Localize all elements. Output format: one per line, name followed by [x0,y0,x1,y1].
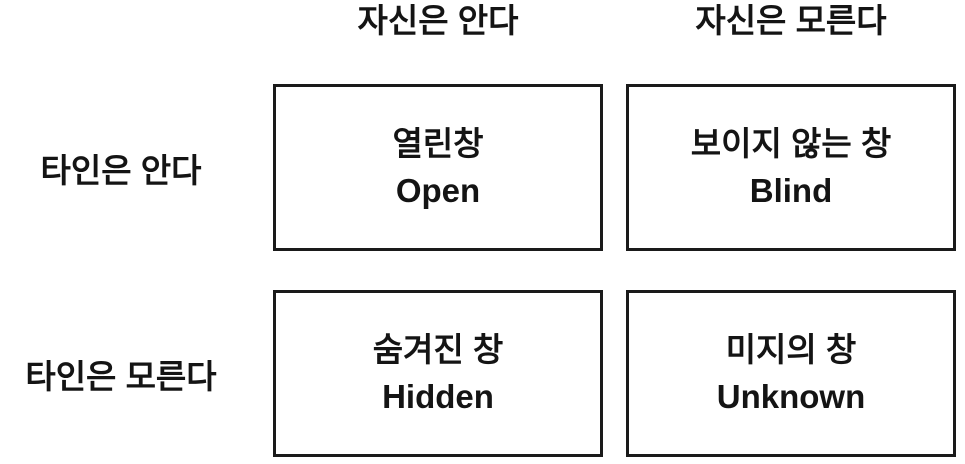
quadrant-blind: 보이지 않는 창 Blind [626,84,956,251]
quadrant-unknown: 미지의 창 Unknown [626,290,956,457]
quadrant-blind-title-english: Blind [749,171,833,209]
quadrant-open-title-english: Open [395,171,481,209]
quadrant-hidden-title-english: Hidden [382,377,494,415]
quadrant-unknown-title-english: Unknown [716,377,866,415]
quadrant-hidden: 숨겨진 창 Hidden [273,290,603,457]
row-header-others-do-not-know: 타인은 모른다 [25,357,217,395]
quadrant-open: 열린창 Open [273,84,603,251]
column-header-self-knows: 자신은 안다 [357,2,519,39]
quadrant-blind-title-korean: 보이지 않는 창 [690,124,892,162]
quadrant-unknown-title-korean: 미지의 창 [725,330,857,368]
column-header-self-does-not-know: 자신은 모른다 [695,2,887,39]
quadrant-hidden-title-korean: 숨겨진 창 [372,330,504,368]
row-header-others-know: 타인은 안다 [40,151,202,189]
quadrant-open-title-korean: 열린창 [392,124,484,162]
